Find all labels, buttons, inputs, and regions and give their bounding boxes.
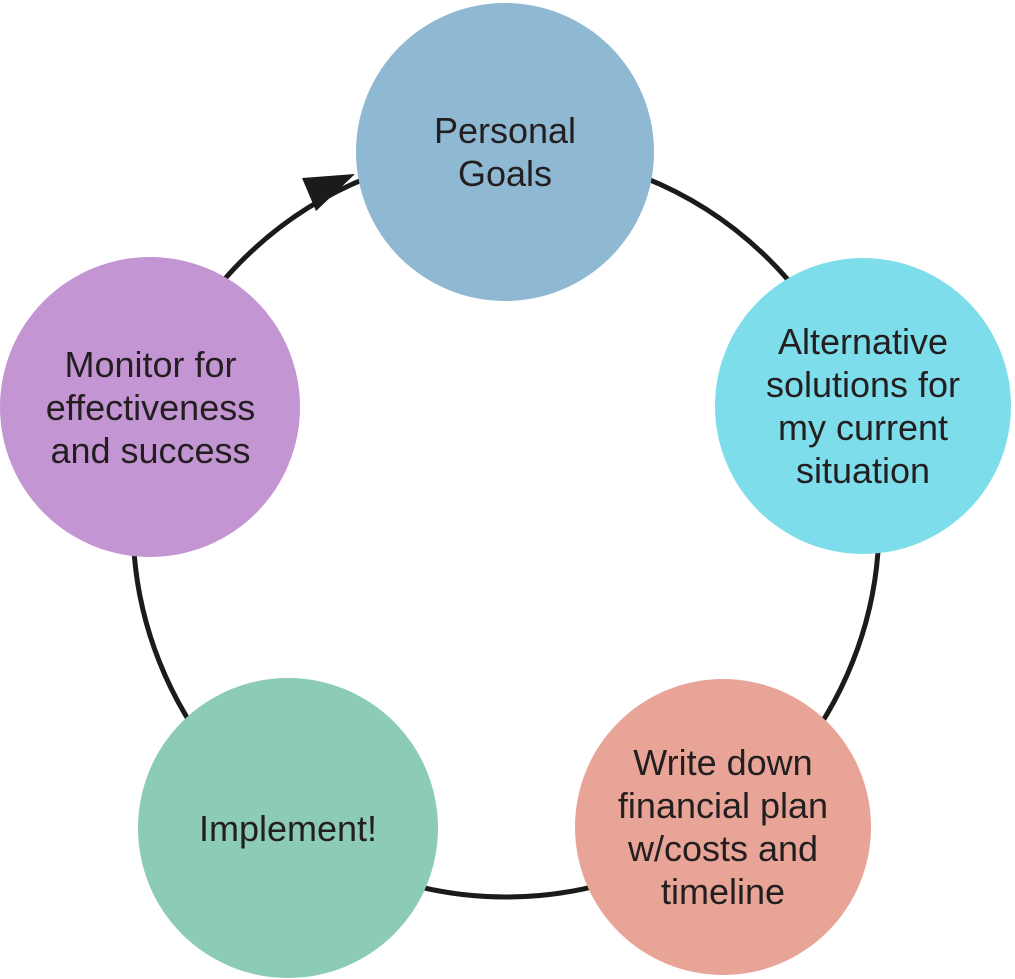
node-circle-alternative-solutions: [715, 258, 1011, 554]
node-label-alternative-solutions: Alternative solutions for my current sit…: [765, 321, 961, 491]
node-label-implement: Implement!: [198, 807, 378, 849]
node-circle-financial-plan: [575, 679, 871, 975]
node-label-financial-plan: Write down financial plan w/costs and ti…: [617, 742, 829, 912]
clockwise-arrowhead-icon: [302, 174, 355, 211]
node-label-monitor: Monitor for effectiveness and success: [45, 343, 256, 471]
node-label-personal-goals: Personal Goals: [433, 110, 577, 194]
node-circle-monitor: [0, 257, 300, 557]
node-circle-personal-goals: [356, 3, 654, 301]
node-circle-implement: [138, 678, 438, 978]
